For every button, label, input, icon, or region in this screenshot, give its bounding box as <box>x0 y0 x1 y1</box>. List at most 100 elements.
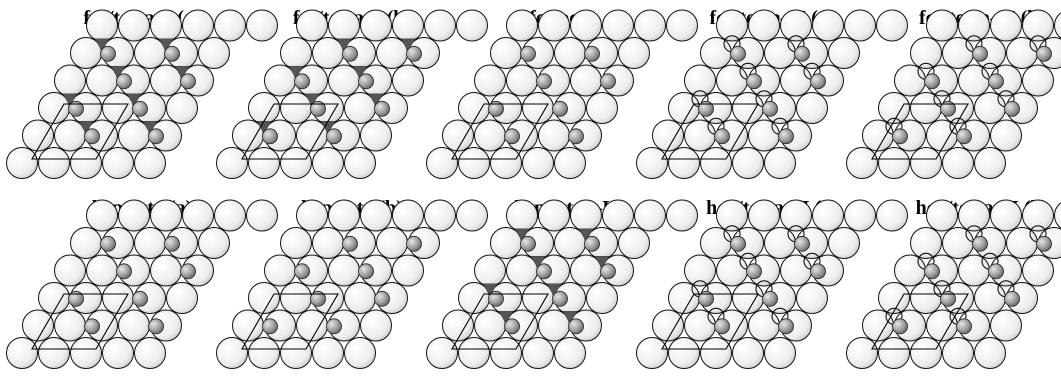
substrate-atom <box>570 64 602 97</box>
substrate-atom <box>150 9 182 42</box>
adsorbate-atom <box>1036 235 1052 252</box>
substrate-atom <box>166 92 198 124</box>
substrate-atom <box>668 337 700 369</box>
substrate-atom <box>456 9 488 42</box>
substrate-atom <box>910 282 942 314</box>
substrate-atom <box>474 119 506 152</box>
substrate-atom <box>38 282 70 314</box>
substrate-atom <box>458 147 490 179</box>
adsorbate-atom <box>778 128 794 145</box>
substrate-atom <box>280 282 312 314</box>
substrate-atom <box>796 282 828 314</box>
adsorbate-atom <box>1004 100 1020 117</box>
substrate-atom <box>150 254 182 287</box>
panel-6: hcp/octa (a) <box>6 197 278 369</box>
adsorbate-atom <box>746 73 762 90</box>
substrate-atom <box>636 337 668 369</box>
unit-cell-outline <box>241 103 339 160</box>
panel-7: hcp/octa (b) <box>216 197 488 369</box>
substrate-atom <box>732 282 764 314</box>
substrate-atom <box>700 337 732 369</box>
substrate-atom <box>974 282 1006 314</box>
substrate-atom <box>570 199 602 232</box>
substrate-atom <box>150 199 182 232</box>
substrate-atom <box>296 9 328 42</box>
substrate-atom <box>246 199 278 232</box>
adsorbate-atom <box>600 263 616 280</box>
substrate-atom <box>522 92 554 124</box>
adsorbate-atom <box>1004 290 1020 307</box>
substrate-atom <box>684 64 716 97</box>
adsorbate-atom <box>132 100 148 117</box>
interstitial-marker <box>368 93 384 107</box>
adsorbate-atom <box>988 263 1004 280</box>
adsorbate-atom <box>342 45 358 62</box>
adsorbate-atom <box>956 318 972 335</box>
substrate-atom <box>926 199 958 232</box>
adsorbate-atom <box>180 73 196 90</box>
interstitial-marker <box>78 121 94 134</box>
substrate-atom <box>910 92 942 124</box>
substrate-atom <box>748 309 780 342</box>
substrate-atom <box>764 147 796 179</box>
substrate-atom <box>1022 64 1054 97</box>
substrate-atom <box>796 92 828 124</box>
substrate-atom <box>894 64 926 97</box>
substrate-atom <box>424 9 456 42</box>
substrate-atom <box>668 282 700 314</box>
adsorbate-atom <box>520 45 536 62</box>
substrate-atom <box>668 92 700 124</box>
substrate-atom <box>6 147 38 179</box>
adsorbate-atom <box>568 128 584 145</box>
interstitial-marker <box>336 38 352 52</box>
substrate-atom <box>214 9 246 42</box>
interstitial-marker <box>126 93 142 107</box>
substrate-atom <box>942 227 974 259</box>
substrate-atom <box>198 37 230 69</box>
interstitial-marker <box>514 228 530 242</box>
substrate-atom <box>216 147 248 179</box>
substrate-atom <box>376 227 408 259</box>
interstitial-marker <box>400 38 416 52</box>
adsorbate-atom <box>584 45 600 62</box>
substrate-atom <box>232 309 264 342</box>
substrate-atom <box>456 199 488 232</box>
adsorbate-atom <box>536 73 552 90</box>
adsorbate-atom <box>1036 45 1052 62</box>
substrate-atom <box>474 64 506 97</box>
substrate-atom <box>570 9 602 42</box>
adsorbate-atom <box>730 45 746 62</box>
substrate-atom <box>748 9 780 42</box>
substrate-atom <box>634 199 666 232</box>
substrate-atom <box>716 9 748 42</box>
adsorbate-atom <box>794 235 810 252</box>
substrate-atom <box>846 147 878 179</box>
substrate-atom <box>844 9 876 42</box>
interstitial-marker <box>288 66 304 79</box>
substrate-atom <box>86 254 118 287</box>
substrate-atom <box>666 9 698 42</box>
adsorbate-atom <box>68 290 84 307</box>
substrate-atom <box>490 147 522 179</box>
substrate-atom <box>426 337 458 369</box>
substrate-atom <box>198 227 230 259</box>
substrate-atom <box>118 9 150 42</box>
substrate-atom <box>780 64 812 97</box>
substrate-atom <box>812 9 844 42</box>
substrate-atom <box>458 337 490 369</box>
substrate-atom <box>812 199 844 232</box>
substrate-atom <box>424 199 456 232</box>
adsorbate-atom <box>892 318 908 335</box>
substrate-atom <box>344 147 376 179</box>
substrate-atom <box>618 37 650 69</box>
substrate-atom <box>748 199 780 232</box>
substrate-atom <box>522 147 554 179</box>
adsorbate-atom <box>488 100 504 117</box>
substrate-atom <box>506 64 538 97</box>
substrate-atom <box>312 227 344 259</box>
panel-1: fcc/tetra–I (a) <box>6 7 278 179</box>
unit-cell-outline <box>661 103 759 160</box>
panels-layer: fcc/tetra–I (a)fcc/tetra–I (b)fcc/octafc… <box>6 7 1061 369</box>
interstitial-marker <box>530 256 546 269</box>
substrate-atom <box>844 199 876 232</box>
